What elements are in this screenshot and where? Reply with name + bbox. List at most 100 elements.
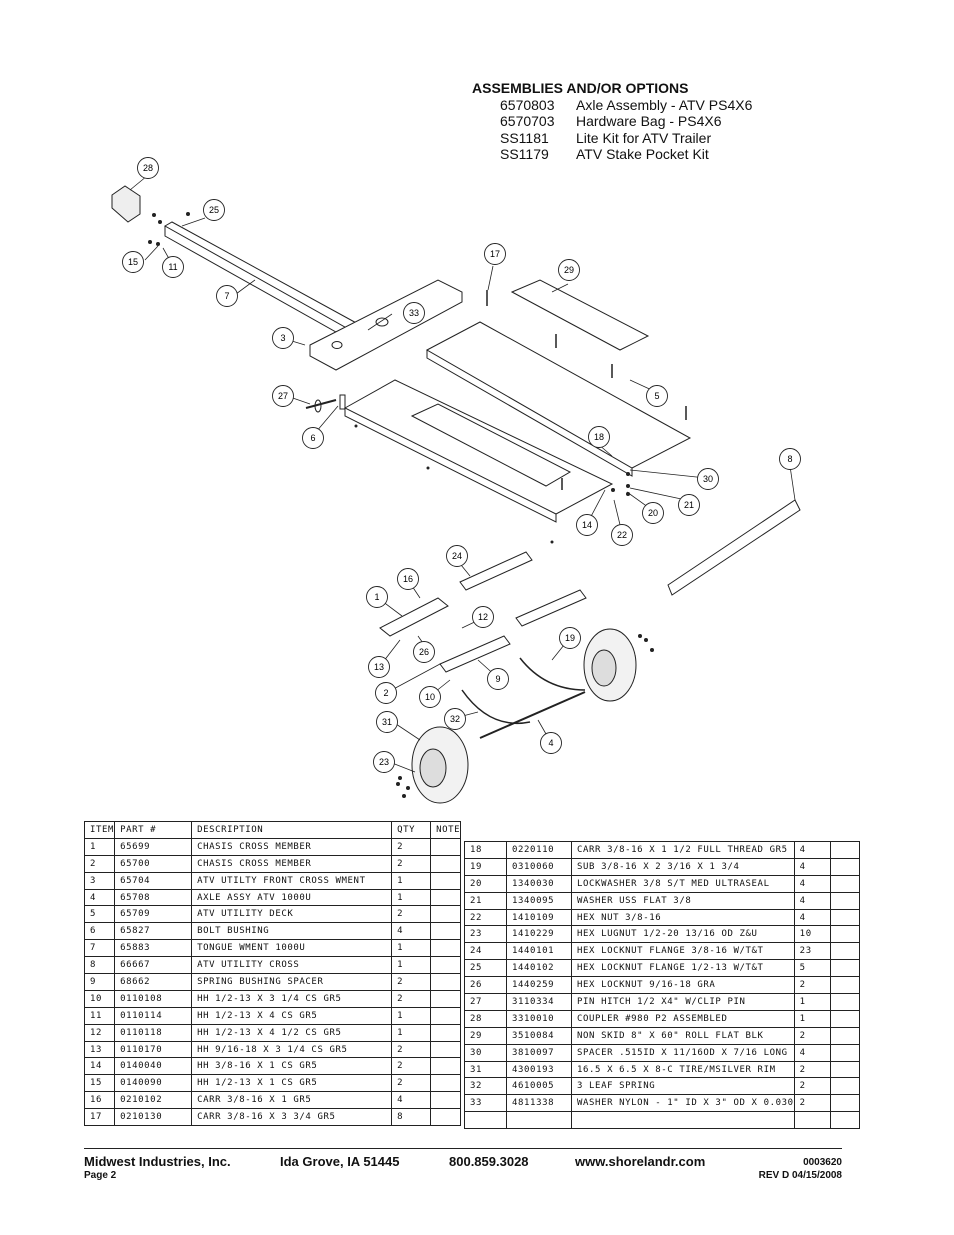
callout-circle xyxy=(366,586,388,608)
table-cell: 8 xyxy=(83,956,116,975)
callout-label: 20 xyxy=(648,508,658,518)
callout-circle xyxy=(368,656,390,678)
table-cell: 3810097 xyxy=(506,1043,572,1062)
table-cell: 29 xyxy=(464,1026,507,1045)
table-cell: 1440259 xyxy=(506,976,572,995)
option-desc: Axle Assembly - ATV PS4X6 xyxy=(576,96,753,113)
chassis-member-part xyxy=(379,597,449,637)
callout-circle xyxy=(444,708,466,730)
table-cell xyxy=(430,1074,462,1093)
table-cell xyxy=(430,1006,462,1025)
callout-1: 1 xyxy=(366,586,388,608)
callout-5: 5 xyxy=(646,385,668,407)
table-cell: 5 xyxy=(793,959,831,978)
callout-label: 18 xyxy=(594,432,604,442)
callout-11: 11 xyxy=(162,256,184,278)
table-cell: 4 xyxy=(793,874,831,893)
column-header: ITEM xyxy=(83,821,116,839)
option-part: SS1179 xyxy=(500,146,549,162)
callout-label: 13 xyxy=(374,662,384,672)
table-cell: 1340030 xyxy=(506,874,572,893)
table-cell: 65709 xyxy=(114,905,193,924)
callout-circle xyxy=(122,251,144,273)
callout-circle xyxy=(576,514,598,536)
table-cell: ATV UTILITY CROSS xyxy=(191,956,393,975)
table-cell: 1 xyxy=(391,871,432,890)
table-cell: WASHER NYLON - 1" ID X 3" OD X 0.030 xyxy=(571,1094,795,1113)
revision: REV D 04/15/2008 xyxy=(758,1170,842,1181)
option-desc: Lite Kit for ATV Trailer xyxy=(576,129,712,146)
table-cell: 4 xyxy=(83,888,116,907)
table-cell: ATV UTILTY FRONT CROSS WMENT xyxy=(191,871,393,890)
table-cell: 20 xyxy=(464,874,507,893)
callout-circle xyxy=(162,256,184,278)
table-cell: 3 xyxy=(83,871,116,890)
callout-circle xyxy=(559,627,581,649)
table-cell: 22 xyxy=(464,908,507,927)
table-cell: 65699 xyxy=(114,837,193,856)
table-cell: 5 xyxy=(83,905,116,924)
callout-circle xyxy=(588,426,610,448)
table-cell: 18 xyxy=(464,841,507,859)
callout-4: 4 xyxy=(540,732,562,754)
table-cell: HEX LUGNUT 1/2-20 13/16 OD Z&U xyxy=(571,925,795,944)
hardware-dots xyxy=(148,212,654,798)
callout-28: 28 xyxy=(137,157,159,179)
table-cell: HEX LOCKNUT FLANGE 3/8-16 W/T&T xyxy=(571,942,795,961)
callout-2: 2 xyxy=(375,682,397,704)
table-cell xyxy=(430,973,462,991)
callout-label: 11 xyxy=(168,262,177,272)
table-cell: 0110114 xyxy=(114,1006,193,1025)
callout-label: 14 xyxy=(582,520,592,530)
table-cell: 8 xyxy=(391,1108,432,1127)
column-header: PART # xyxy=(114,821,193,839)
table-cell xyxy=(430,1057,462,1076)
table-cell: HEX NUT 3/8-16 xyxy=(571,908,795,927)
callout-circle xyxy=(779,448,801,470)
table-cell: 65827 xyxy=(114,922,193,941)
callout-label: 17 xyxy=(490,249,500,259)
table-cell: 1440102 xyxy=(506,959,572,978)
table-cell: 2 xyxy=(793,1060,831,1079)
table-cell: 2 xyxy=(391,1074,432,1093)
table-cell: PIN HITCH 1/2 X4" W/CLIP PIN xyxy=(571,993,795,1011)
callout-circle xyxy=(642,502,664,524)
table-cell: 4 xyxy=(793,857,831,876)
table-cell: 2 xyxy=(391,1040,432,1059)
callout-13: 13 xyxy=(368,656,390,678)
callout-circle xyxy=(403,302,425,324)
table-cell: 0140090 xyxy=(114,1074,193,1093)
table-cell xyxy=(506,1111,572,1130)
callout-7: 7 xyxy=(216,285,238,307)
table-cell xyxy=(829,857,860,876)
callout-label: 27 xyxy=(278,391,288,401)
table-cell xyxy=(829,976,860,995)
callout-label: 28 xyxy=(143,163,153,173)
coupler-part xyxy=(111,185,141,223)
callout-circle xyxy=(540,732,562,754)
callout-8: 8 xyxy=(779,448,801,470)
table-cell: HEX LOCKNUT 9/16-18 GRA xyxy=(571,976,795,995)
callout-circle xyxy=(216,285,238,307)
callout-31: 31 xyxy=(376,711,398,733)
table-cell: 27 xyxy=(464,993,507,1011)
table-cell: CHASIS CROSS MEMBER xyxy=(191,854,393,873)
table-cell xyxy=(430,1091,462,1110)
table-cell xyxy=(829,1111,860,1130)
table-cell xyxy=(430,956,462,975)
table-cell: 0220110 xyxy=(506,841,572,859)
